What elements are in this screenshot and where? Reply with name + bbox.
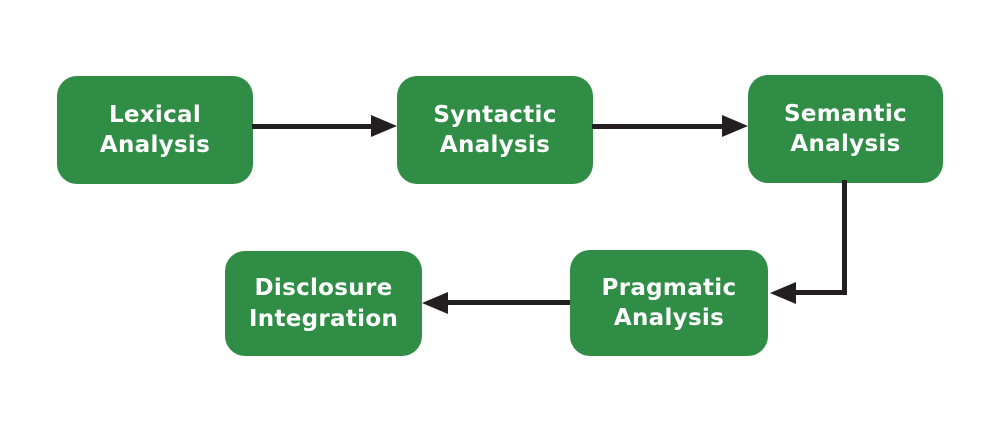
arrow-lexical-to-syntactic-line	[252, 124, 374, 129]
arrowhead-left-icon	[422, 292, 448, 314]
node-semantic-analysis: Semantic Analysis	[748, 75, 943, 183]
arrowhead-left-icon	[770, 282, 796, 304]
node-pragmatic-analysis-label: Pragmatic Analysis	[601, 274, 737, 331]
node-disclosure-integration-label: Disclosure Integration	[248, 275, 399, 332]
node-disclosure-integration: Disclosure Integration	[225, 251, 422, 356]
arrow-pragmatic-to-disclosure-line	[446, 300, 570, 305]
node-syntactic-analysis-label: Syntactic Analysis	[433, 101, 557, 158]
arrowhead-right-icon	[371, 115, 397, 137]
arrow-syntactic-to-semantic-line	[592, 124, 724, 129]
node-lexical-analysis: Lexical Analysis	[57, 76, 253, 184]
node-syntactic-analysis: Syntactic Analysis	[397, 76, 593, 184]
arrow-semantic-to-pragmatic-vertical-line	[842, 180, 847, 295]
arrow-semantic-to-pragmatic-horizontal-line	[794, 290, 847, 295]
node-pragmatic-analysis: Pragmatic Analysis	[570, 250, 768, 356]
node-lexical-analysis-label: Lexical Analysis	[99, 101, 211, 158]
arrowhead-right-icon	[722, 115, 748, 137]
node-semantic-analysis-label: Semantic Analysis	[784, 100, 907, 157]
